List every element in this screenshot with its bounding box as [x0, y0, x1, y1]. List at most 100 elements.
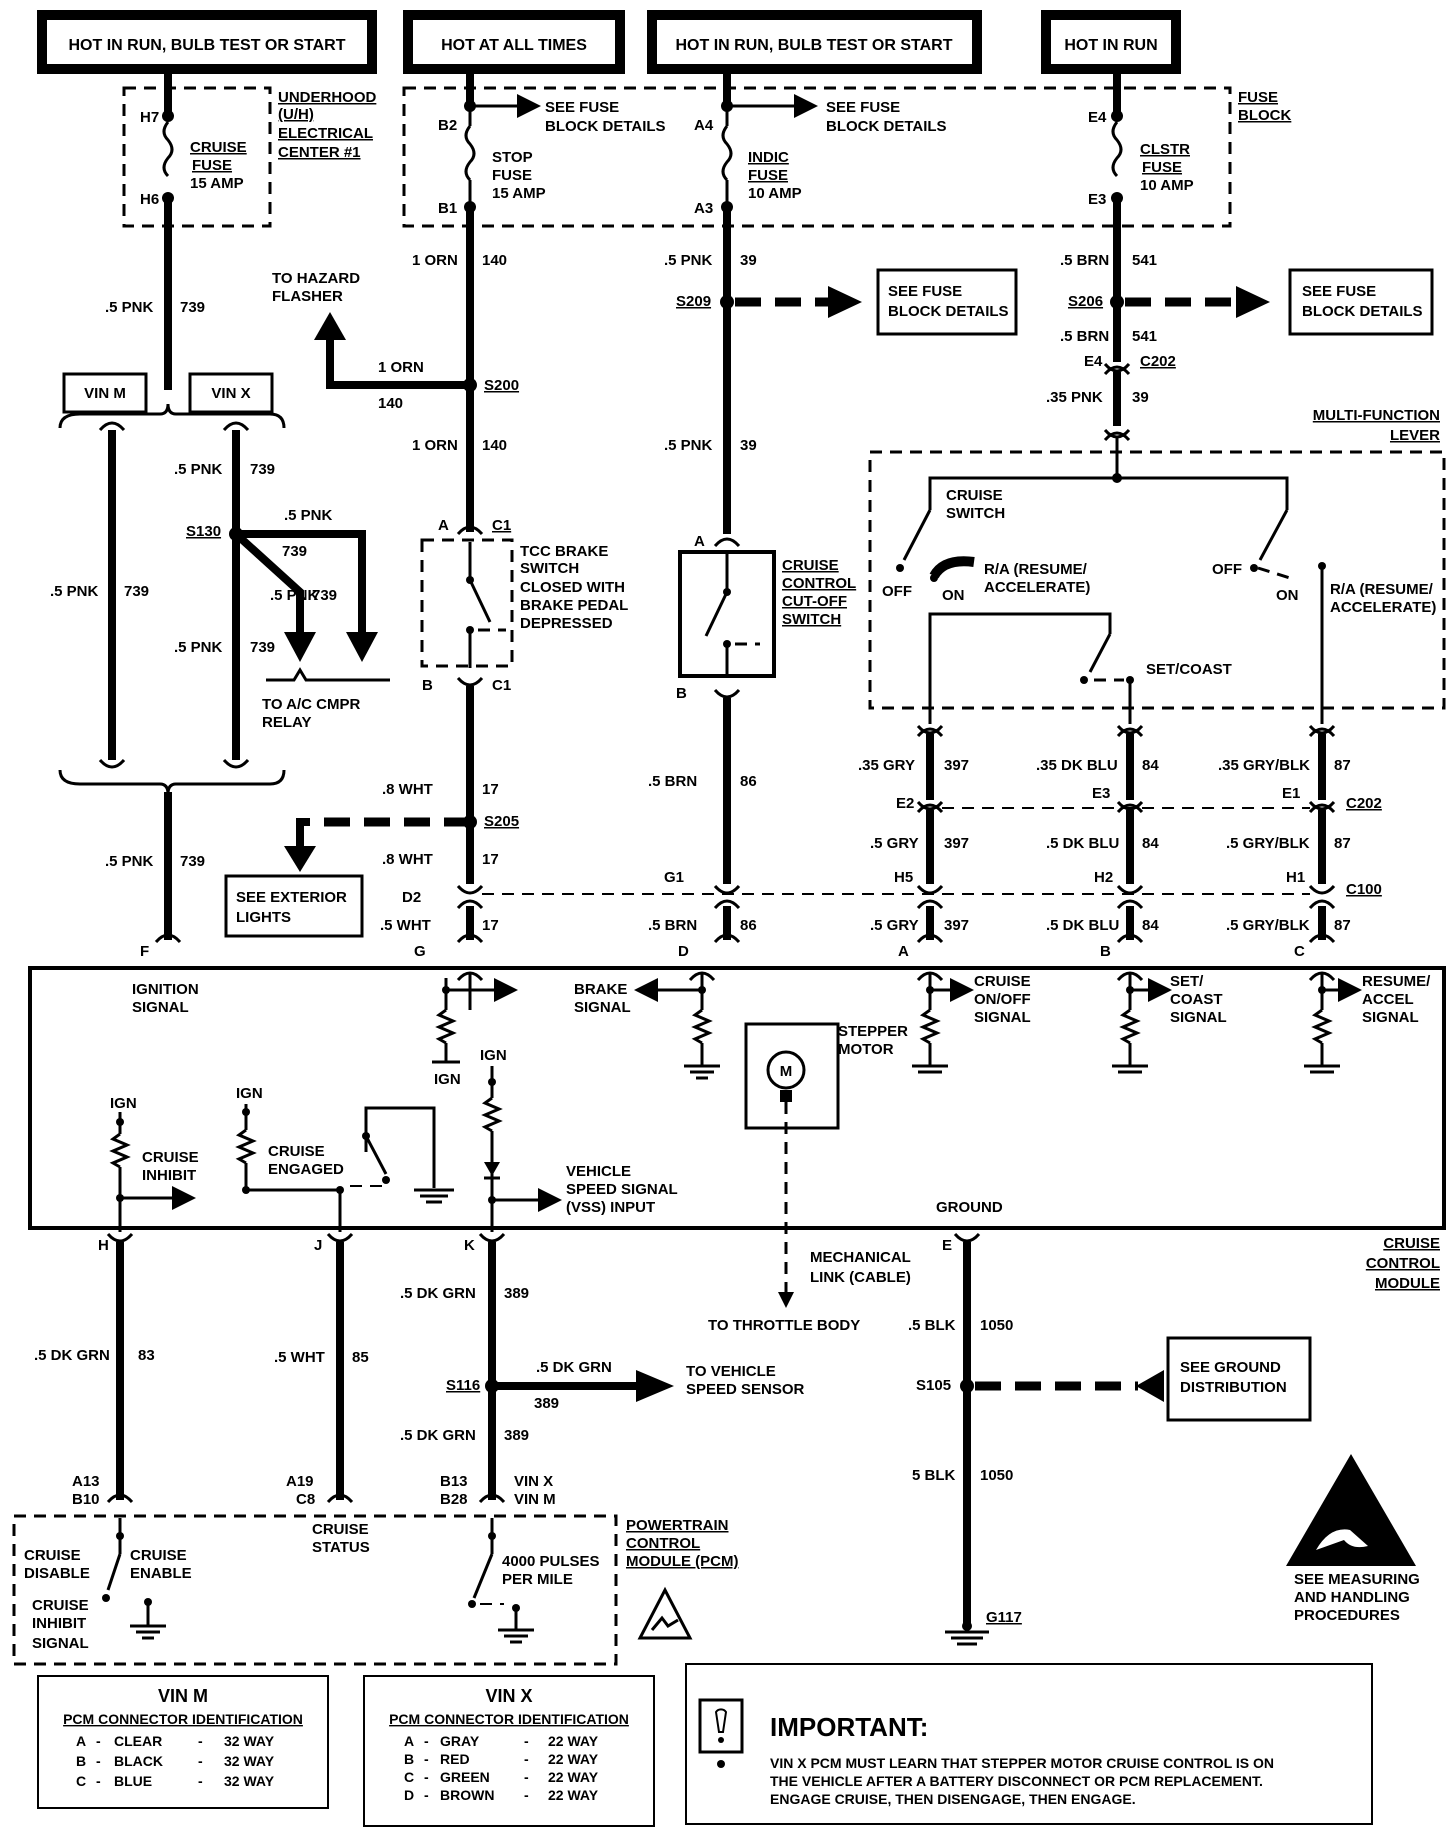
- svg-text:22 WAY: 22 WAY: [548, 1733, 599, 1749]
- svg-text:1 ORN: 1 ORN: [378, 359, 424, 376]
- svg-text:SEE FUSE: SEE FUSE: [826, 99, 900, 116]
- svg-text:CRUISE: CRUISE: [946, 487, 1003, 504]
- fuse-name: CRUISE: [190, 139, 247, 156]
- svg-text:1050: 1050: [980, 1317, 1013, 1334]
- header-1: HOT IN RUN, BULB TEST OR START: [68, 37, 345, 54]
- svg-text:LEVER: LEVER: [1390, 427, 1440, 444]
- svg-text:739: 739: [282, 543, 307, 560]
- svg-text:389: 389: [504, 1427, 529, 1444]
- svg-text:SEE FUSE: SEE FUSE: [888, 283, 962, 300]
- svg-text:86: 86: [740, 917, 757, 934]
- svg-text:K: K: [464, 1237, 475, 1254]
- wire-140-17: 1 ORN 140 S200 TO HAZARD FLASHER 1 ORN 1…: [224, 207, 628, 960]
- svg-text:SWITCH: SWITCH: [782, 611, 841, 628]
- svg-text:.8 WHT: .8 WHT: [382, 851, 433, 868]
- svg-text:STATUS: STATUS: [312, 1539, 370, 1556]
- svg-text:CLSTR: CLSTR: [1140, 141, 1190, 158]
- svg-text:39: 39: [740, 437, 757, 454]
- svg-text:SIGNAL: SIGNAL: [32, 1635, 89, 1652]
- svg-text:ON: ON: [942, 587, 965, 604]
- svg-text:739: 739: [312, 587, 337, 604]
- svg-text:B1: B1: [438, 200, 457, 217]
- svg-text:POWERTRAIN: POWERTRAIN: [626, 1517, 729, 1534]
- svg-text:.5 DK BLU: .5 DK BLU: [1046, 917, 1119, 934]
- svg-text:-: -: [424, 1751, 429, 1767]
- svg-text:E1: E1: [1282, 785, 1300, 802]
- svg-text:A: A: [438, 517, 449, 534]
- svg-text:LINK (CABLE): LINK (CABLE): [810, 1269, 911, 1286]
- svg-text:H1: H1: [1286, 869, 1305, 886]
- svg-text:.5 PNK: .5 PNK: [174, 639, 223, 656]
- svg-text:SIGNAL: SIGNAL: [574, 999, 631, 1016]
- svg-text:.5 GRY/BLK: .5 GRY/BLK: [1226, 835, 1310, 852]
- svg-text:E3: E3: [1088, 191, 1106, 208]
- svg-text:C1: C1: [492, 677, 511, 694]
- svg-text:H5: H5: [894, 869, 913, 886]
- svg-text:.5 PNK: .5 PNK: [664, 437, 713, 454]
- input-a: CRUISE ON/OFF SIGNAL: [912, 971, 1031, 1074]
- svg-text:85: 85: [352, 1349, 369, 1366]
- svg-text:DISABLE: DISABLE: [24, 1565, 90, 1582]
- svg-text:SEE GROUND: SEE GROUND: [1180, 1359, 1281, 1376]
- esd-warning: SEE MEASURING AND HANDLING PROCEDURES: [1286, 1454, 1420, 1624]
- svg-text:BLOCK DETAILS: BLOCK DETAILS: [888, 303, 1009, 320]
- svg-text:SEE FUSE: SEE FUSE: [545, 99, 619, 116]
- svg-text:VIN M: VIN M: [514, 1491, 556, 1508]
- svg-text:.5 WHT: .5 WHT: [274, 1349, 325, 1366]
- pin-h6: H6: [140, 191, 159, 208]
- svg-text:A3: A3: [694, 200, 713, 217]
- svg-text:.5 BLK: .5 BLK: [908, 1317, 956, 1334]
- important-note: IMPORTANT: VIN X PCM MUST LEARN THAT STE…: [685, 1663, 1373, 1825]
- svg-text:COAST: COAST: [1170, 991, 1223, 1008]
- svg-text:PER MILE: PER MILE: [502, 1571, 573, 1588]
- svg-text:R/A (RESUME/: R/A (RESUME/: [1330, 581, 1434, 598]
- svg-text:ELECTRICAL: ELECTRICAL: [278, 125, 373, 142]
- svg-text:S116: S116: [446, 1377, 480, 1394]
- svg-text:SET/: SET/: [1170, 973, 1204, 990]
- svg-text:FUSE: FUSE: [748, 167, 788, 184]
- svg-text:PCM CONNECTOR IDENTIFICATION: PCM CONNECTOR IDENTIFICATION: [63, 1711, 303, 1727]
- svg-text:.35 GRY/BLK: .35 GRY/BLK: [1218, 757, 1310, 774]
- svg-text:C202: C202: [1346, 795, 1382, 812]
- svg-text:CONTROL: CONTROL: [1366, 1255, 1440, 1272]
- svg-text:CLOSED WITH: CLOSED WITH: [520, 579, 625, 596]
- svg-text:17: 17: [482, 851, 499, 868]
- svg-text:GRAY: GRAY: [440, 1733, 480, 1749]
- svg-text:A: A: [694, 533, 705, 550]
- svg-text:83: 83: [138, 1347, 155, 1364]
- svg-text:RED: RED: [440, 1751, 470, 1767]
- svg-text:H: H: [98, 1237, 109, 1254]
- svg-text:BROWN: BROWN: [440, 1787, 494, 1803]
- svg-text:CRUISE: CRUISE: [268, 1143, 325, 1160]
- esd-small-icon: [637, 1586, 693, 1640]
- svg-text:397: 397: [944, 757, 969, 774]
- svg-text:.5 GRY: .5 GRY: [870, 835, 919, 852]
- svg-text:22 WAY: 22 WAY: [548, 1751, 599, 1767]
- svg-text:.35 PNK: .35 PNK: [1046, 389, 1103, 406]
- svg-text:GROUND: GROUND: [936, 1199, 1003, 1216]
- svg-text:FUSE: FUSE: [1142, 159, 1182, 176]
- svg-text:-: -: [424, 1787, 429, 1803]
- svg-text:OFF: OFF: [882, 583, 912, 600]
- svg-text:UNDERHOOD: UNDERHOOD: [278, 89, 377, 106]
- svg-text:A: A: [76, 1733, 86, 1749]
- svg-text:.8 WHT: .8 WHT: [382, 781, 433, 798]
- svg-text:VIN X: VIN X: [514, 1473, 553, 1490]
- svg-text:S200: S200: [484, 377, 519, 394]
- svg-text:CRUISE: CRUISE: [312, 1521, 369, 1538]
- svg-text:739: 739: [180, 853, 205, 870]
- svg-text:C: C: [404, 1769, 414, 1785]
- svg-text:10 AMP: 10 AMP: [1140, 177, 1194, 194]
- svg-text:SET/COAST: SET/COAST: [1146, 661, 1232, 678]
- svg-text:.5 PNK: .5 PNK: [105, 853, 154, 870]
- svg-text:10 AMP: 10 AMP: [748, 185, 802, 202]
- svg-text:-: -: [96, 1753, 101, 1769]
- svg-text:MULTI-FUNCTION: MULTI-FUNCTION: [1313, 407, 1440, 424]
- svg-text:39: 39: [740, 252, 757, 269]
- svg-text:BRAKE: BRAKE: [574, 981, 627, 998]
- svg-text:E2: E2: [896, 795, 914, 812]
- svg-text:-: -: [198, 1733, 203, 1749]
- svg-text:THE VEHICLE AFTER A BATTERY DI: THE VEHICLE AFTER A BATTERY DISCONNECT O…: [770, 1773, 1263, 1789]
- svg-text:SPEED SENSOR: SPEED SENSOR: [686, 1381, 805, 1398]
